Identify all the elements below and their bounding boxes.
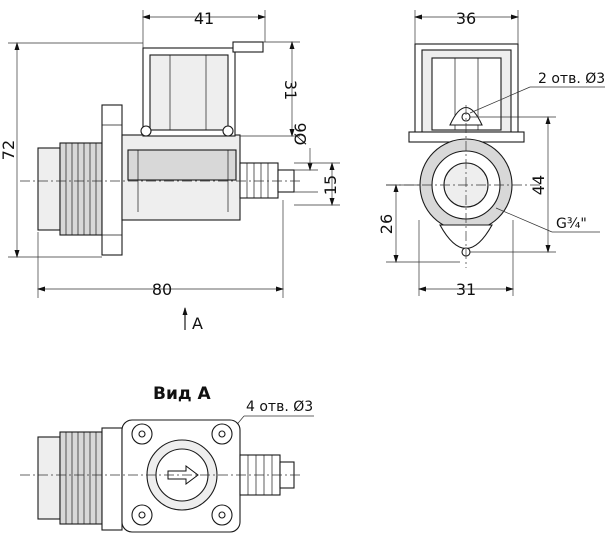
- front-view-dimensions: 41 31 72 Ø6 15 80 A: [0, 9, 340, 333]
- dim-15: 15: [321, 175, 340, 195]
- view-a-title: Вид А: [153, 384, 212, 404]
- a-hole: [138, 430, 146, 438]
- a-hole: [218, 511, 226, 519]
- coil: [149, 54, 229, 131]
- holes-2-label: 2 отв. Ø3: [538, 71, 605, 87]
- view-a-label: A: [192, 314, 203, 333]
- side-view: [386, 43, 540, 268]
- front-view: [20, 41, 300, 256]
- terminal-tab: [232, 41, 264, 53]
- a-inlet-cap: [37, 436, 61, 520]
- dim-80: 80: [152, 280, 172, 299]
- a-hole: [138, 511, 146, 519]
- screw-icon: [140, 125, 152, 137]
- view-a: Вид А 4 отв. Ø3: [20, 384, 314, 533]
- dim-36: 36: [456, 9, 476, 28]
- a-inlet-thread: [59, 431, 103, 525]
- thread-label: G¾": [556, 216, 587, 232]
- dim-41: 41: [194, 9, 214, 28]
- holes-4-label: 4 отв. Ø3: [246, 399, 313, 415]
- dim-31-vertical: 31: [281, 80, 300, 100]
- outlet-fitting: [239, 162, 279, 199]
- dim-31-bottom: 31: [456, 280, 476, 299]
- a-flange: [101, 427, 123, 531]
- body-band: [127, 149, 237, 181]
- thread-lines: [65, 143, 97, 235]
- side-view-dimensions: 36 2 отв. Ø3 44 G¾" 26 31: [377, 9, 605, 299]
- inlet-thread: [59, 142, 103, 236]
- dim-72: 72: [0, 140, 18, 160]
- a-hole: [218, 430, 226, 438]
- dim-26: 26: [377, 214, 396, 234]
- dim-44: 44: [529, 175, 548, 195]
- inlet-end-cap: [37, 147, 61, 231]
- mounting-flange: [101, 104, 123, 256]
- dim-d6: Ø6: [291, 123, 310, 146]
- screw-icon: [222, 125, 234, 137]
